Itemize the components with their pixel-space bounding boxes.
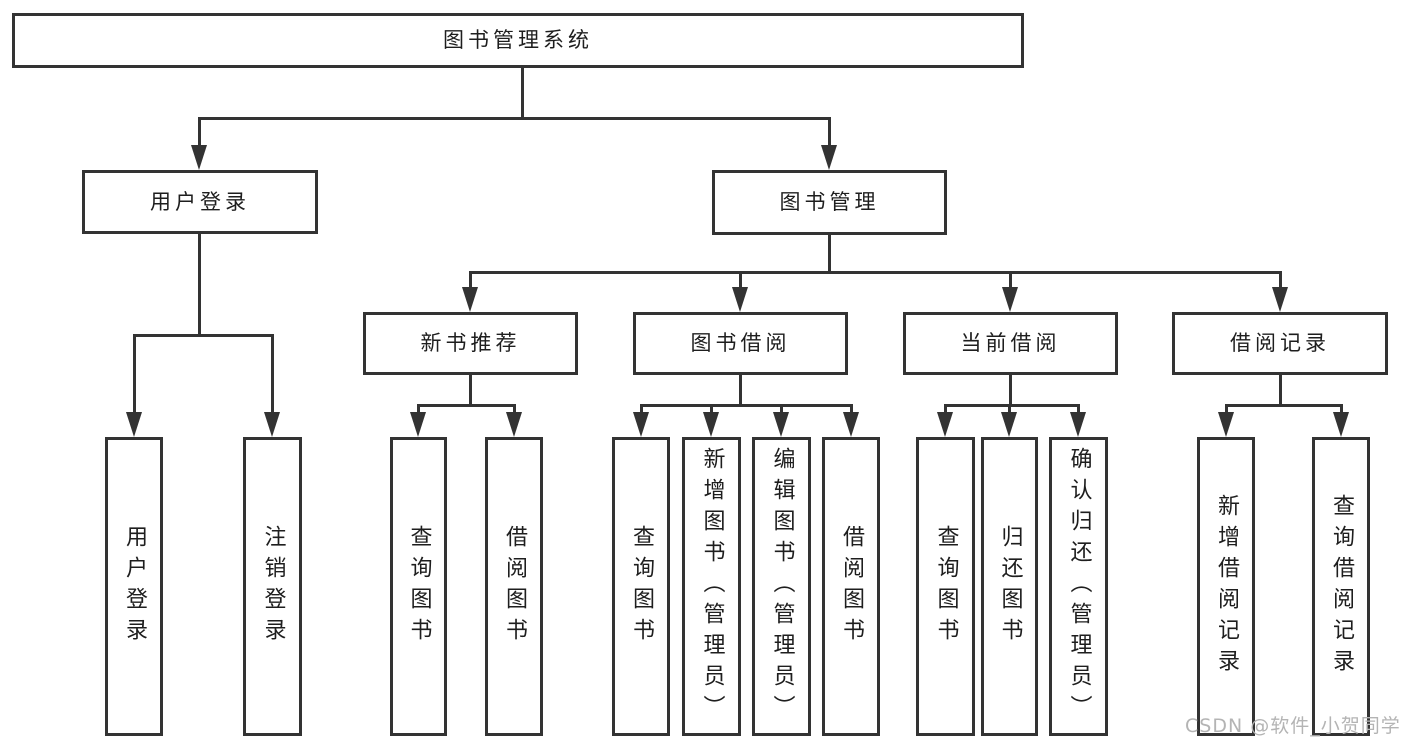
connector-borrow-records-rail <box>1225 404 1343 407</box>
arrow-down-icon <box>732 287 748 312</box>
arrow-down-icon <box>633 412 649 437</box>
arrow-down-icon <box>937 412 953 437</box>
connector-drop-leaf <box>513 404 516 416</box>
arrow-down-icon <box>264 412 280 437</box>
arrow-down-icon <box>1070 412 1086 437</box>
connector-drop-level3 <box>739 271 742 291</box>
connector-drop-leaf <box>850 404 853 416</box>
leaf-edit-book-admin: 编辑图书（管理员） <box>752 437 811 736</box>
arrow-down-icon <box>1001 412 1017 437</box>
leaf-confirm-return-admin: 确认归还（管理员） <box>1049 437 1108 736</box>
connector-borrow-records-stem <box>1279 375 1282 407</box>
arrow-down-icon <box>1333 412 1349 437</box>
csdn-watermark: CSDN @软件_小贺同学 <box>1185 715 1401 737</box>
connector-drop-leaf <box>1340 404 1343 416</box>
connector-new-book-rail <box>417 404 516 407</box>
node-root: 图书管理系统 <box>12 13 1024 68</box>
connector-drop-leaf <box>1225 404 1228 416</box>
connector-drop-user-login <box>198 117 201 147</box>
connector-drop-leaf <box>640 404 643 416</box>
leaf-add-borrow-record: 新增借阅记录 <box>1197 437 1255 736</box>
connector-new-book-stem <box>469 375 472 407</box>
connector-book-borrow-stem <box>739 375 742 407</box>
connector-drop-leaf <box>780 404 783 416</box>
leaf-add-book-admin: 新增图书（管理员） <box>682 437 741 736</box>
connector-drop-leaf <box>1008 404 1011 416</box>
node-user-login: 用户登录 <box>82 170 318 234</box>
leaf-user-login: 用户登录 <box>105 437 163 736</box>
node-book-borrow: 图书借阅 <box>633 312 848 375</box>
connector-user-login-stem <box>198 234 201 337</box>
node-book-management: 图书管理 <box>712 170 947 235</box>
node-current-borrow: 当前借阅 <box>903 312 1118 375</box>
connector-user-login-rail <box>133 334 274 337</box>
connector-drop-book-management <box>828 117 831 147</box>
arrow-down-icon <box>1272 287 1288 312</box>
arrow-down-icon <box>821 145 837 170</box>
arrow-down-icon <box>506 412 522 437</box>
arrow-down-icon <box>703 412 719 437</box>
arrow-down-icon <box>126 412 142 437</box>
connector-current-borrow-stem <box>1009 375 1012 407</box>
connector-level3-rail <box>469 271 1282 274</box>
node-new-book-recommend: 新书推荐 <box>363 312 578 375</box>
connector-drop-leaf <box>1077 404 1080 416</box>
connector-current-borrow-rail <box>944 404 1080 407</box>
connector-book-borrow-rail <box>640 404 853 407</box>
connector-drop-level3 <box>1009 271 1012 291</box>
leaf-query-books-1: 查询图书 <box>390 437 447 736</box>
connector-level2-rail <box>198 117 831 120</box>
leaf-return-book: 归还图书 <box>981 437 1038 736</box>
connector-book-management-stem <box>828 235 831 274</box>
arrow-down-icon <box>773 412 789 437</box>
leaf-logout: 注销登录 <box>243 437 302 736</box>
arrow-down-icon <box>191 145 207 170</box>
connector-drop-leaf <box>710 404 713 416</box>
arrow-down-icon <box>843 412 859 437</box>
leaf-borrow-books-2: 借阅图书 <box>822 437 880 736</box>
arrow-down-icon <box>1218 412 1234 437</box>
arrow-down-icon <box>462 287 478 312</box>
arrow-down-icon <box>410 412 426 437</box>
connector-root-stem <box>521 68 524 119</box>
connector-drop-leaf <box>417 404 420 416</box>
connector-drop-leaf <box>133 334 136 416</box>
leaf-borrow-books-1: 借阅图书 <box>485 437 543 736</box>
connector-drop-level3 <box>469 271 472 291</box>
connector-drop-leaf <box>271 334 274 416</box>
leaf-query-books-2: 查询图书 <box>612 437 670 736</box>
leaf-query-books-3: 查询图书 <box>916 437 975 736</box>
arrow-down-icon <box>1002 287 1018 312</box>
connector-drop-leaf <box>944 404 947 416</box>
connector-drop-level3 <box>1279 271 1282 291</box>
leaf-query-borrow-record: 查询借阅记录 <box>1312 437 1370 736</box>
node-borrow-records: 借阅记录 <box>1172 312 1388 375</box>
